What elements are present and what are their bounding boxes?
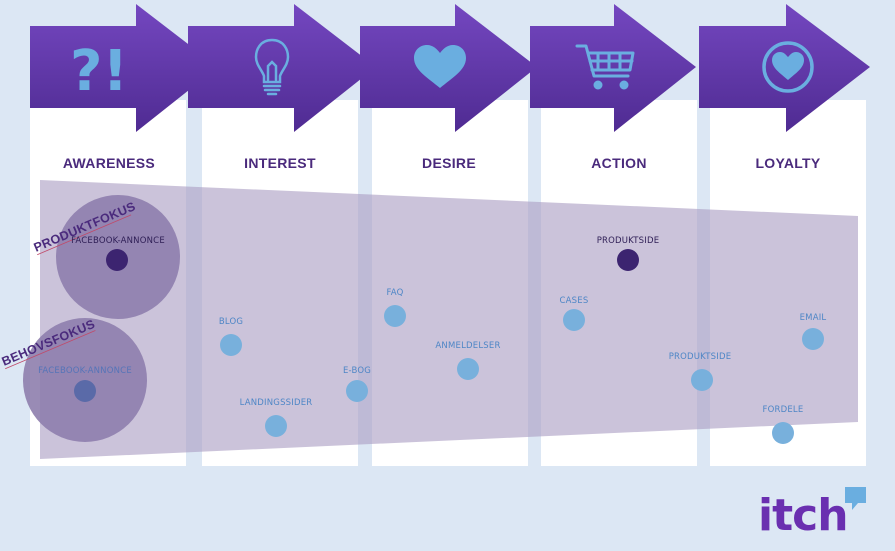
arrow-action [530, 4, 696, 132]
node-dot-fordele [772, 422, 794, 444]
node-dot-blog [220, 334, 242, 356]
heart-icon [414, 45, 466, 88]
node-label-produktside-bottom: PRODUKTSIDE [669, 352, 732, 362]
node-label-facebook-produkt: FACEBOOK-ANNONCE [71, 236, 165, 246]
shopping-cart-icon [575, 44, 635, 90]
stage-title-desire: DESIRE [422, 155, 476, 171]
node-dot-facebook-produkt [106, 249, 128, 271]
node-dot-produktside-top [617, 249, 639, 271]
heart-circle-icon [762, 41, 814, 93]
stage-title-action: ACTION [591, 155, 646, 171]
question-exclamation-icon: ?! [70, 39, 128, 104]
node-label-faq: FAQ [386, 288, 403, 298]
speech-bubble-icon [845, 487, 866, 510]
itch-logo: itch [758, 487, 866, 541]
arrow-awareness [30, 4, 218, 132]
logo-text: itch [758, 490, 848, 541]
node-label-produktside-top: PRODUKTSIDE [597, 236, 660, 246]
stage-title-awareness: AWARENESS [63, 155, 155, 171]
node-dot-faq [384, 305, 406, 327]
node-dot-e-bog [346, 380, 368, 402]
node-label-fordele: FORDELE [763, 405, 804, 415]
node-dot-facebook-behov [74, 380, 96, 402]
node-dot-anmeldelser [457, 358, 479, 380]
svg-text:?!: ?! [70, 39, 128, 104]
node-label-email: EMAIL [800, 313, 827, 323]
funnel-band [40, 180, 858, 459]
node-dot-email [802, 328, 824, 350]
stage-title-loyalty: LOYALTY [755, 155, 820, 171]
arrow-interest [188, 4, 376, 132]
stage-title-interest: INTEREST [244, 155, 316, 171]
node-dot-landingssider [265, 415, 287, 437]
node-label-anmeldelser: ANMELDELSER [435, 341, 500, 351]
node-label-e-bog: E-BOG [343, 366, 371, 376]
node-dot-produktside-bottom [691, 369, 713, 391]
node-label-facebook-behov: FACEBOOK-ANNONCE [38, 366, 132, 376]
node-dot-cases [563, 309, 585, 331]
lightbulb-icon [254, 38, 290, 96]
node-label-cases: CASES [560, 296, 589, 306]
node-label-blog: BLOG [219, 317, 243, 327]
node-label-landingssider: LANDINGSSIDER [240, 398, 313, 408]
